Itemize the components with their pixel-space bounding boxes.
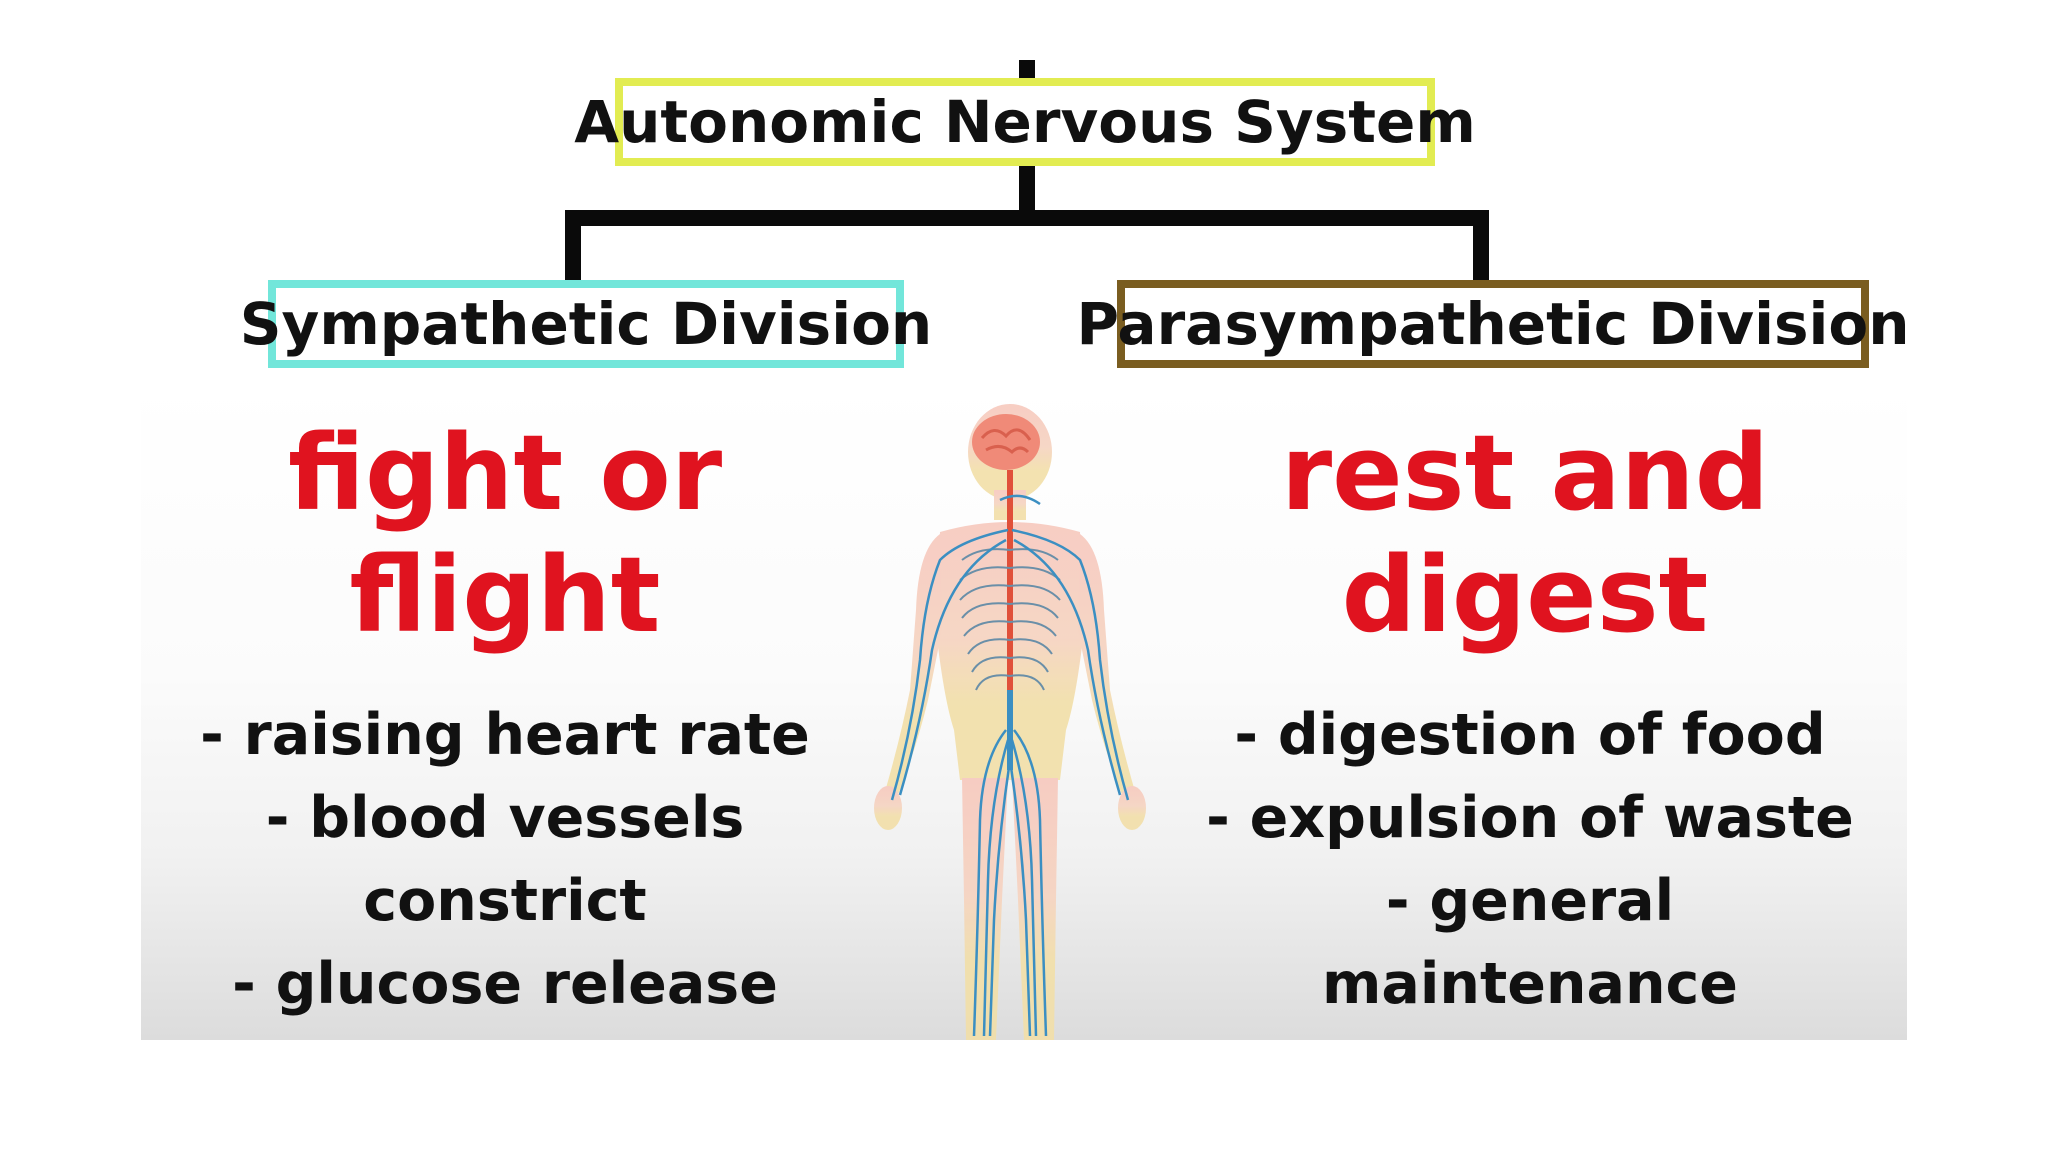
sympathetic-effect-item: - raising heart rate <box>200 702 810 768</box>
sympathetic-effects-list: - raising heart rate - blood vessels con… <box>140 694 870 1026</box>
sympathetic-slogan-line1: fight or <box>287 412 723 534</box>
sympathetic-slogan: fight or flight <box>205 412 805 656</box>
connector-trunk <box>1019 160 1035 226</box>
connector-top-stub <box>1019 60 1035 82</box>
root-node-title: Autonomic Nervous System <box>574 88 1476 156</box>
sympathetic-node-box: Sympathetic Division <box>240 280 932 368</box>
root-node-box: Autonomic Nervous System <box>574 78 1476 166</box>
rib-nerves <box>959 548 1061 691</box>
connector-left-drop <box>565 210 581 282</box>
peripheral-nerves <box>890 494 1130 1037</box>
brain-icon <box>972 414 1040 470</box>
parasympathetic-effect-item: - expulsion of waste <box>1206 785 1854 851</box>
connector-horizontal <box>565 210 1489 226</box>
sympathetic-node-title: Sympathetic Division <box>239 290 933 358</box>
parasympathetic-effect-item: - digestion of food <box>1234 702 1826 768</box>
sympathetic-effect-item: - blood vessels constrict <box>265 785 745 934</box>
connector-right-drop <box>1473 210 1489 282</box>
sympathetic-slogan-line2: flight <box>349 534 661 656</box>
parasympathetic-node-title: Parasympathetic Division <box>1076 290 1910 358</box>
spinal-cord <box>1007 470 1013 690</box>
parasympathetic-slogan-line1: rest and <box>1280 412 1770 534</box>
human-nervous-system-icon <box>874 404 1146 1040</box>
parasympathetic-slogan-line2: digest <box>1341 534 1709 656</box>
parasympathetic-effects-list: - digestion of food - expulsion of waste… <box>1180 694 1880 1026</box>
parasympathetic-effect-item: - general maintenance <box>1322 868 1738 1017</box>
parasympathetic-node-box: Parasympathetic Division <box>1076 280 1910 368</box>
parasympathetic-slogan: rest and digest <box>1225 412 1825 656</box>
sympathetic-effect-item: - glucose release <box>232 951 778 1017</box>
